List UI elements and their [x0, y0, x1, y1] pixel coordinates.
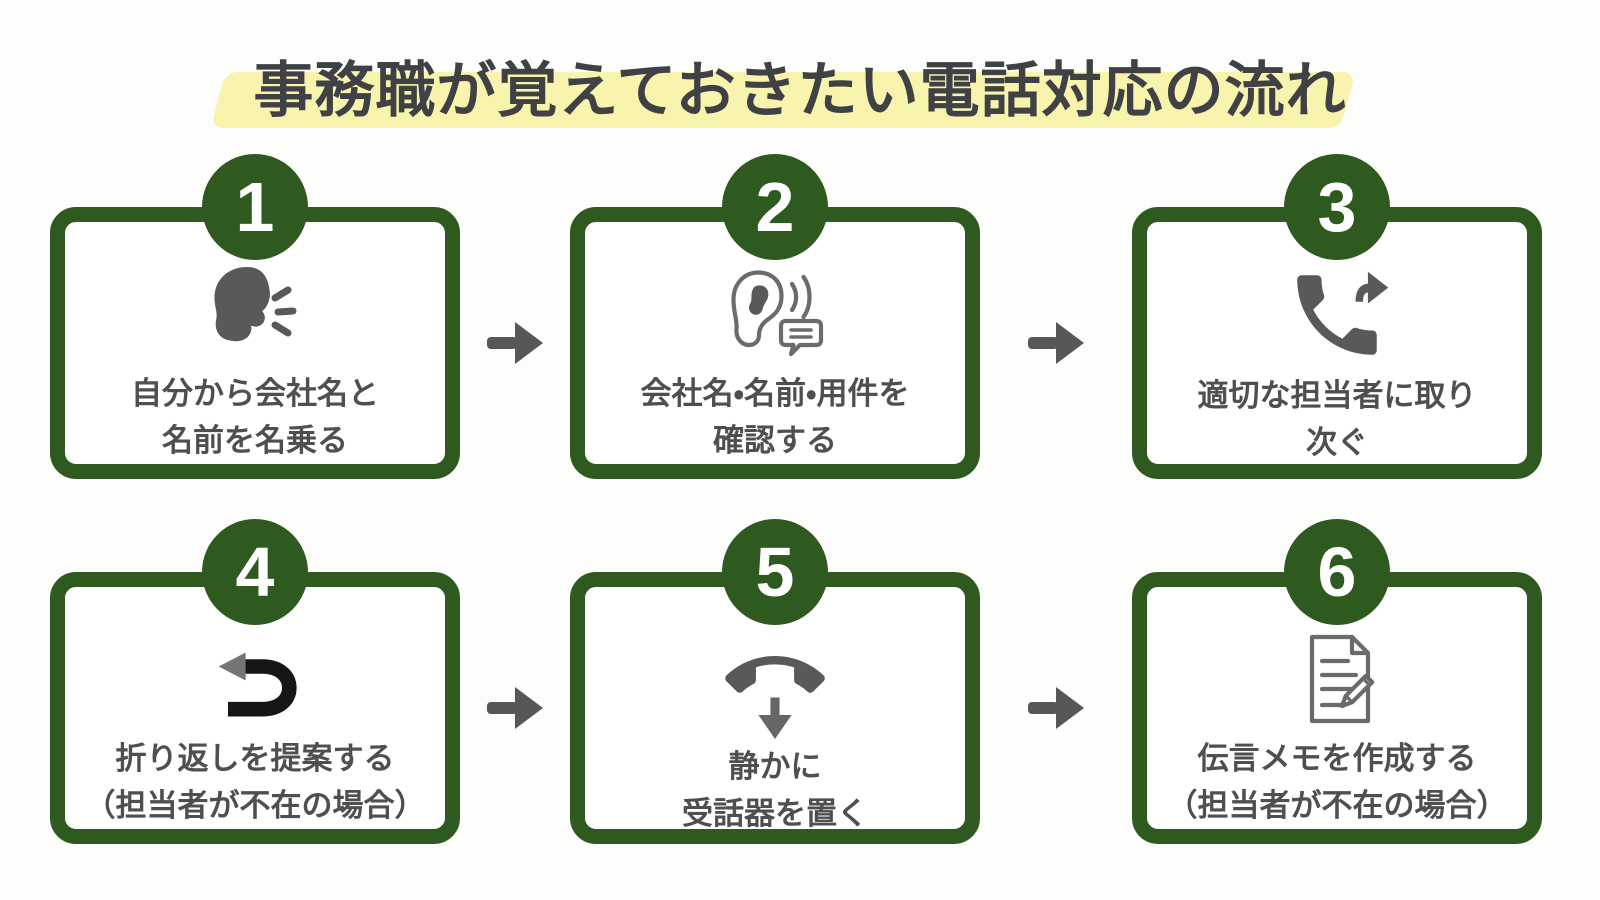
step-label-4: 折り返しを提案する （担当者が不在の場合）	[85, 736, 426, 829]
step-number-6: 6	[1284, 519, 1390, 625]
step-number-5: 5	[722, 519, 828, 625]
step-number-3: 3	[1284, 154, 1390, 260]
flow-arrow-step1-to-step2	[487, 322, 543, 364]
memo-pencil-icon	[1282, 627, 1392, 731]
step-number-1: 1	[202, 154, 308, 260]
step-label-6: 伝言メモを作成する （担当者が不在の場合）	[1167, 736, 1508, 829]
phone-transfer-icon	[1284, 262, 1390, 368]
flow-arrow-step2-to-step3	[1028, 322, 1084, 364]
step-label-1-line1: 自分から会社名と	[131, 376, 379, 411]
step-label-3-line1: 適切な担当者に取り	[1197, 378, 1477, 413]
page-title: 事務職が覚えておきたい電話対応の流れ	[253, 57, 1347, 124]
flow-arrow-step4-to-step5	[487, 687, 543, 729]
speaking-head-icon	[199, 262, 311, 366]
step-number-4: 4	[202, 519, 308, 625]
step-label-5-line1: 静かに	[728, 749, 822, 784]
step-label-1: 自分から会社名と 名前を名乗る	[131, 371, 379, 464]
step-label-4-line2: （担当者が不在の場合）	[84, 787, 426, 823]
step-label-2-line1: 会社名・名前・用件を	[640, 376, 910, 411]
step-number-2: 2	[722, 154, 828, 260]
step-label-3-line2: 次ぐ	[1306, 424, 1368, 460]
step-card-4: 折り返しを提案する （担当者が不在の場合）	[50, 572, 460, 844]
step-label-6-line1: 伝言メモを作成する	[1197, 741, 1477, 776]
callback-uturn-arrow-icon	[203, 627, 307, 731]
step-label-3: 適切な担当者に取り 次ぐ	[1198, 373, 1477, 466]
step-card-5: 静かに 受話器を置く	[570, 572, 980, 844]
hang-up-receiver-icon	[725, 627, 825, 739]
step-label-4-line1: 折り返しを提案する	[115, 741, 395, 776]
title-section: 事務職が覚えておきたい電話対応の流れ	[0, 46, 1600, 136]
step-label-5-line2: 受話器を置く	[682, 795, 868, 831]
step-label-2-line2: 確認する	[713, 422, 837, 458]
step-label-1-line2: 名前を名乗る	[162, 422, 348, 458]
step-label-5: 静かに 受話器を置く	[682, 744, 868, 837]
step-label-6-line2: （担当者が不在の場合）	[1166, 787, 1508, 823]
flow-arrow-step5-to-step6	[1028, 687, 1084, 729]
listening-ear-icon	[719, 262, 831, 366]
step-label-2: 会社名・名前・用件を 確認する	[640, 371, 909, 464]
